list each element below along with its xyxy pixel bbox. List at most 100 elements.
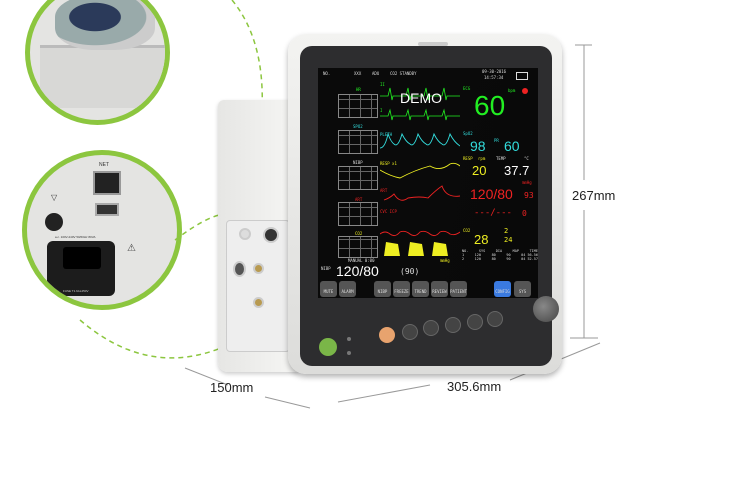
col-sys: SYS xyxy=(478,249,486,253)
freeze-button[interactable] xyxy=(423,320,439,336)
temp2-connector xyxy=(253,263,264,274)
trend-grid-co2 xyxy=(338,236,378,258)
resp-label: RESP xyxy=(463,156,473,161)
patient-name: XXX xyxy=(354,71,362,76)
resp-wave xyxy=(380,162,460,179)
icp-value: ---/--- xyxy=(474,208,512,218)
trend-grid-spo2 xyxy=(338,130,378,154)
cell: 90 xyxy=(506,253,511,257)
icp-mean: 0 xyxy=(522,209,527,218)
trend-grid-nibp xyxy=(338,166,378,190)
nibp-value: 120/80 xyxy=(336,263,379,279)
temp-unit: °C xyxy=(524,156,529,161)
monitor-screen: NO. XXX ADU CO2 STANDBY 09-30-2016 14:57… xyxy=(318,68,538,298)
cell: 90 xyxy=(506,257,511,261)
power-button[interactable] xyxy=(319,338,337,356)
co2-label: CO2 xyxy=(463,228,471,233)
softkey-alarm[interactable]: ALARM xyxy=(339,281,356,297)
spo2-label: SpO2 xyxy=(463,131,473,136)
trend-title-art: ART xyxy=(355,197,363,202)
spo2-value: 98 xyxy=(470,138,486,154)
cell: 1 xyxy=(462,253,465,257)
width-dimension: 305.6mm xyxy=(447,379,502,394)
softkey-trend[interactable]: TREND xyxy=(412,281,429,297)
temp-value: 37.7 xyxy=(504,163,530,178)
resp-unit: rpm xyxy=(478,156,486,161)
ethernet-port xyxy=(93,171,121,195)
demo-watermark: DEMO xyxy=(400,90,442,106)
cell: 80 xyxy=(491,257,496,261)
usb-port xyxy=(95,203,119,216)
icp-wave-label: CVC ICP xyxy=(380,209,397,214)
battery-icon xyxy=(516,72,528,80)
patient-type: ADU xyxy=(372,71,380,76)
heart-icon xyxy=(522,88,528,94)
ecg-label: ECG xyxy=(463,86,471,91)
hr-unit: bpm xyxy=(508,88,516,93)
spo2-connector xyxy=(239,228,251,240)
pr-value: 60 xyxy=(504,138,520,154)
hr-value: 60 xyxy=(474,90,506,121)
handle-slot xyxy=(418,42,448,46)
trend-title-nibp: NIBP xyxy=(353,160,363,165)
pleth-label: PLETH xyxy=(380,132,393,137)
pr-label: PR xyxy=(494,138,499,143)
storage-basket xyxy=(40,45,165,108)
net-label: NET xyxy=(99,162,109,168)
softkey-config[interactable]: CONFIG xyxy=(494,281,511,297)
detail-circle-storage xyxy=(25,0,170,125)
co2-insp: 2 xyxy=(504,227,509,235)
fuse-label: FUSE T1.6AL250V xyxy=(63,289,89,293)
co2-value: 28 xyxy=(474,232,489,247)
nibp-connector xyxy=(253,297,264,308)
ecg-lead-label: II xyxy=(380,82,385,87)
connector-panel xyxy=(226,220,290,352)
print-button[interactable] xyxy=(467,314,483,330)
co2-awrr: 24 xyxy=(504,236,513,244)
art-wave xyxy=(383,185,460,201)
cell: 120 xyxy=(474,253,481,257)
softkey-mute[interactable]: MUTE xyxy=(320,281,337,297)
alarm-silence-button[interactable] xyxy=(379,327,395,343)
softkey-nibp[interactable]: NIBP xyxy=(374,281,391,297)
softkey-review[interactable]: REVIEW xyxy=(431,281,448,297)
rotary-knob[interactable] xyxy=(533,296,559,322)
ground-terminal xyxy=(45,213,63,231)
cell: 04 52-57 xyxy=(521,257,538,261)
resp-value: 20 xyxy=(472,163,487,178)
menu-button[interactable] xyxy=(487,311,503,327)
ecg-wave-i xyxy=(380,108,460,121)
battery-indicator xyxy=(347,351,351,355)
nibp-start-button[interactable] xyxy=(445,317,461,333)
softkey-freeze[interactable]: FREEZE xyxy=(393,281,410,297)
nibp-mean: (90) xyxy=(400,267,420,276)
date: 09-30-2016 xyxy=(482,69,507,74)
power-socket xyxy=(63,247,101,269)
cell: 120 xyxy=(474,257,481,261)
ground-icon: ▽ xyxy=(51,193,58,202)
resp-wave-label: RESP x1 xyxy=(380,161,397,166)
softkey-sys[interactable]: SYS xyxy=(514,281,531,297)
art-wave-label: ART xyxy=(380,188,388,193)
power-rating: a.c. 100V-240V 50/60Hz 80VA xyxy=(55,235,96,239)
softkey-patient[interactable]: PATIENT xyxy=(450,281,467,297)
art-mean: 93 xyxy=(524,191,534,200)
col-dia: DIA xyxy=(495,249,503,253)
waveforms xyxy=(380,87,460,256)
nibp-label: NIBP xyxy=(321,266,331,271)
nibp-info: MANUAL 0:00 xyxy=(348,258,375,263)
trend-grid-art xyxy=(338,202,378,226)
alarm-reset-button[interactable] xyxy=(402,324,418,340)
col-time: TIME xyxy=(529,249,538,253)
ac-indicator xyxy=(347,337,351,341)
cell: 80 xyxy=(491,253,496,257)
monitor-side-panel xyxy=(218,100,298,372)
warning-icon: ⚠ xyxy=(127,243,136,254)
trend-title-spo2: SPO2 xyxy=(353,124,363,129)
icp-wave xyxy=(380,230,460,237)
temp-label: TEMP xyxy=(496,156,506,161)
